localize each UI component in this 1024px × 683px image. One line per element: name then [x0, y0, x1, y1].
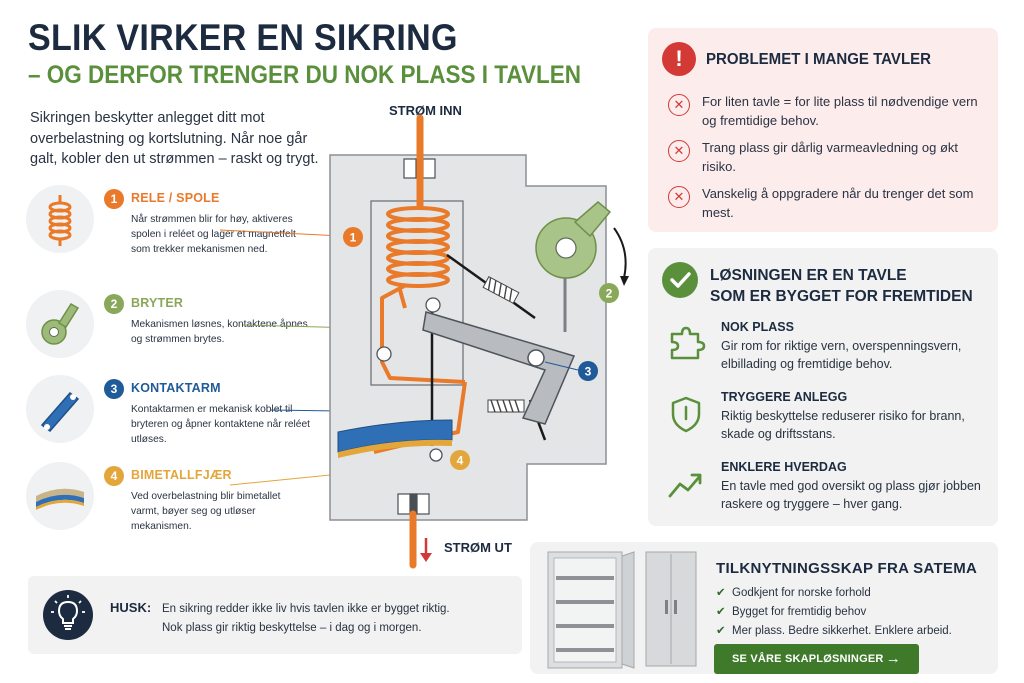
legend-text: Mekanismen løsnes, kontaktene åpnes og s… — [131, 319, 308, 345]
shield-icon — [666, 394, 706, 434]
problem-panel: ! PROBLEMET I MANGE TAVLER ✕ For liten t… — [648, 28, 998, 232]
rotation-arrow — [613, 227, 627, 279]
legend-text: Når strømmen blir for høy, aktiveres spo… — [131, 214, 296, 255]
bimetal-strip-icon — [26, 462, 94, 530]
page-title: SLIK VIRKER EN SIKRING — [28, 17, 458, 58]
cabinet-image — [547, 551, 697, 669]
current-out-label: STRØM UT — [444, 540, 512, 555]
check-icon: ✔ — [716, 625, 726, 637]
marker-3: 3 — [578, 361, 598, 381]
x-circle-icon: ✕ — [668, 94, 690, 116]
legend-item-rele: 1 RELE / SPOLE Når strømmen blir for høy… — [26, 185, 316, 265]
x-circle-icon: ✕ — [668, 186, 690, 208]
solution-panel: LØSNINGEN ER EN TAVLE SOM ER BYGGET FOR … — [648, 248, 998, 526]
cabinet-promo-panel: TILKNYTNINGSSKAP FRA SATEMA ✔Godkjent fo… — [530, 542, 998, 674]
bimetal-strip — [337, 419, 453, 458]
puzzle-icon — [666, 324, 706, 364]
switch-lever — [535, 201, 612, 279]
legend-title: KONTAKTARM — [131, 381, 221, 395]
marker-2: 2 — [599, 283, 619, 303]
lightbulb-icon — [43, 590, 93, 640]
legend-number: 2 — [104, 294, 124, 314]
svg-text:2: 2 — [606, 287, 613, 301]
list-item: ✔Bygget for fremtidig behov — [716, 603, 952, 622]
cabinet-feature-list: ✔Godkjent for norske forhold ✔Bygget for… — [716, 584, 952, 641]
legend-item-bimetall: 4 BIMETALLFJÆR Ved overbelastning blir b… — [26, 462, 316, 542]
marker-4: 4 — [450, 450, 470, 470]
legend-title: RELE / SPOLE — [131, 191, 220, 205]
intro-text: Sikringen beskytter anlegget ditt mot ov… — [30, 110, 319, 167]
solution-title: LØSNINGEN ER EN TAVLE SOM ER BYGGET FOR … — [710, 267, 973, 305]
list-item: ✔Mer plass. Bedre sikkerhet. Enklere arb… — [716, 622, 952, 641]
lower-spring — [487, 399, 525, 413]
contact-arm-icon — [26, 375, 94, 443]
check-circle-icon — [662, 262, 698, 298]
current-in-label: STRØM INN — [389, 103, 462, 118]
page-subtitle: – OG DERFOR TRENGER DU NOK PLASS I TAVLE… — [28, 61, 581, 89]
legend-text: Ved overbelastning blir bimetallet varmt… — [131, 491, 281, 532]
legend-number: 3 — [104, 379, 124, 399]
upper-spring — [482, 276, 520, 304]
reminder-panel: HUSK: En sikring redder ikke liv hvis ta… — [28, 576, 522, 654]
list-item: ✔Godkjent for norske forhold — [716, 584, 952, 603]
marker-1: 1 — [343, 227, 363, 247]
legend-number: 1 — [104, 189, 124, 209]
switch-lever-icon — [26, 290, 94, 358]
current-out-arrow — [420, 538, 432, 562]
check-icon: ✔ — [716, 606, 726, 618]
leader-line-1 — [219, 229, 343, 237]
legend-item-kontaktarm: 3 KONTAKTARM Kontaktarmen er mekanisk ko… — [26, 375, 316, 455]
bottom-terminal — [397, 493, 430, 515]
coil-icon — [26, 185, 94, 253]
arrow-right-icon: → — [885, 650, 901, 667]
trend-up-icon — [666, 464, 706, 504]
svg-text:1: 1 — [350, 231, 357, 245]
cabinet-title: TILKNYTNINGSSKAP FRA SATEMA — [716, 560, 978, 577]
svg-text:4: 4 — [457, 454, 464, 468]
see-cabinet-solutions-button[interactable]: SE VÅRE SKAPLØSNINGER → — [714, 644, 919, 674]
legend-number: 4 — [104, 466, 124, 486]
warning-icon: ! — [662, 42, 696, 76]
problem-title: PROBLEMET I MANGE TAVLER — [706, 51, 932, 68]
relay-coil — [386, 206, 450, 288]
reminder-label: HUSK: — [110, 600, 152, 615]
svg-text:3: 3 — [585, 365, 592, 379]
x-circle-icon: ✕ — [668, 140, 690, 162]
legend-title: BRYTER — [131, 296, 184, 310]
contact-arm — [422, 311, 576, 425]
legend-text: Kontaktarmen er mekanisk koblet til bryt… — [131, 404, 310, 445]
check-icon: ✔ — [716, 587, 726, 599]
legend-title: BIMETALLFJÆR — [131, 468, 232, 482]
legend-item-bryter: 2 BRYTER Mekanismen løsnes, kontaktene å… — [26, 290, 316, 370]
reminder-text: En sikring redder ikke liv hvis tavlen i… — [162, 603, 450, 634]
